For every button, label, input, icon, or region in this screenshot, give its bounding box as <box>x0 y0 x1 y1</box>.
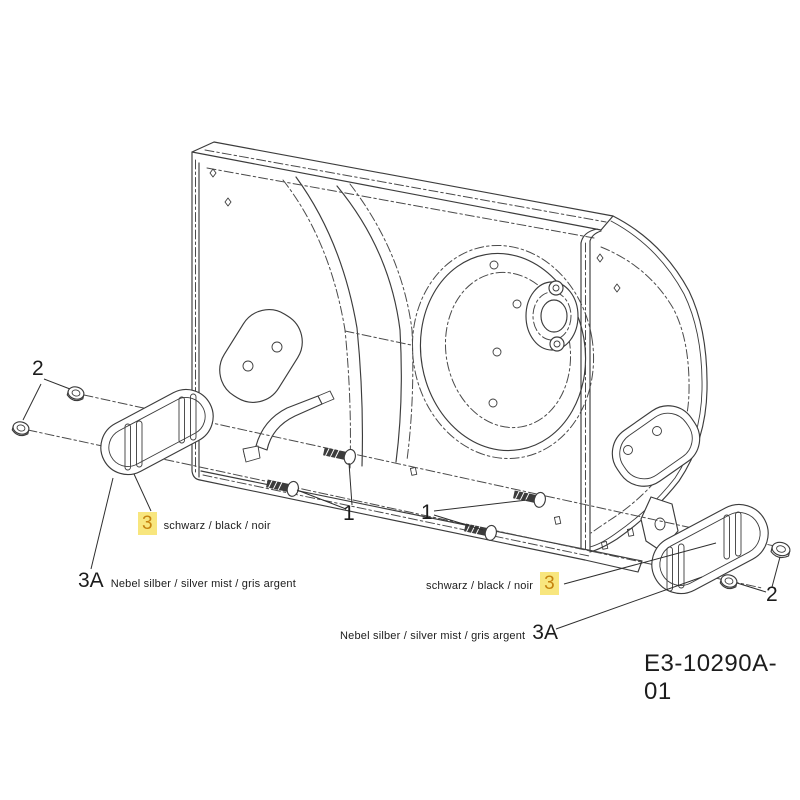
callout-3a-left: 3A <box>78 569 104 592</box>
silver-color-note-right: Nebel silber / silver mist / gris argent… <box>340 622 558 643</box>
callout-2-left: 2 <box>32 357 44 380</box>
carriage-bolt-2 <box>266 479 299 497</box>
color-note-black-right: schwarz / black / noir <box>426 580 534 592</box>
color-note-black-left: schwarz / black / noir <box>163 520 271 532</box>
top-face <box>191 141 614 239</box>
flange-nut-left-upper <box>66 386 85 402</box>
callout-3a-right: 3A <box>532 621 558 644</box>
auger-sweep-bands <box>209 168 414 469</box>
callout-2-right: 2 <box>766 583 778 606</box>
left-skid-shoe-plate <box>100 388 214 476</box>
impeller-hub <box>525 280 579 352</box>
impeller-fan <box>411 244 595 460</box>
carriage-bolt-4 <box>464 523 497 541</box>
right-mount-plate <box>611 405 701 487</box>
leader-lines <box>22 378 781 630</box>
callout-1-second: 1 <box>421 501 433 524</box>
black-color-note-left: 3 schwarz / black / noir <box>138 512 271 535</box>
color-note-silver-left: Nebel silber / silver mist / gris argent <box>110 578 296 590</box>
flange-nut-left-lower <box>11 421 30 437</box>
front-corner-edge <box>580 228 602 552</box>
silver-color-note-left: 3A Nebel silber / silver mist / gris arg… <box>78 570 296 591</box>
callout-3-right-highlighted: 3 <box>540 572 559 595</box>
carriage-bolt-1 <box>323 447 356 465</box>
color-note-silver-right: Nebel silber / silver mist / gris argent <box>340 630 526 642</box>
right-skid-shoe-plate <box>651 503 769 595</box>
callout-3-left-highlighted: 3 <box>138 512 157 535</box>
black-color-note-right: schwarz / black / noir 3 <box>426 572 559 595</box>
housing-outline <box>191 141 708 573</box>
left-mount-plate <box>219 309 303 403</box>
mount-bracket-left <box>242 390 335 463</box>
flange-nut-right-upper <box>770 541 791 559</box>
callout-1-first: 1 <box>343 502 355 525</box>
flange-nut-right-lower <box>719 574 738 590</box>
drawing-number: E3-10290A-01 <box>644 650 778 705</box>
